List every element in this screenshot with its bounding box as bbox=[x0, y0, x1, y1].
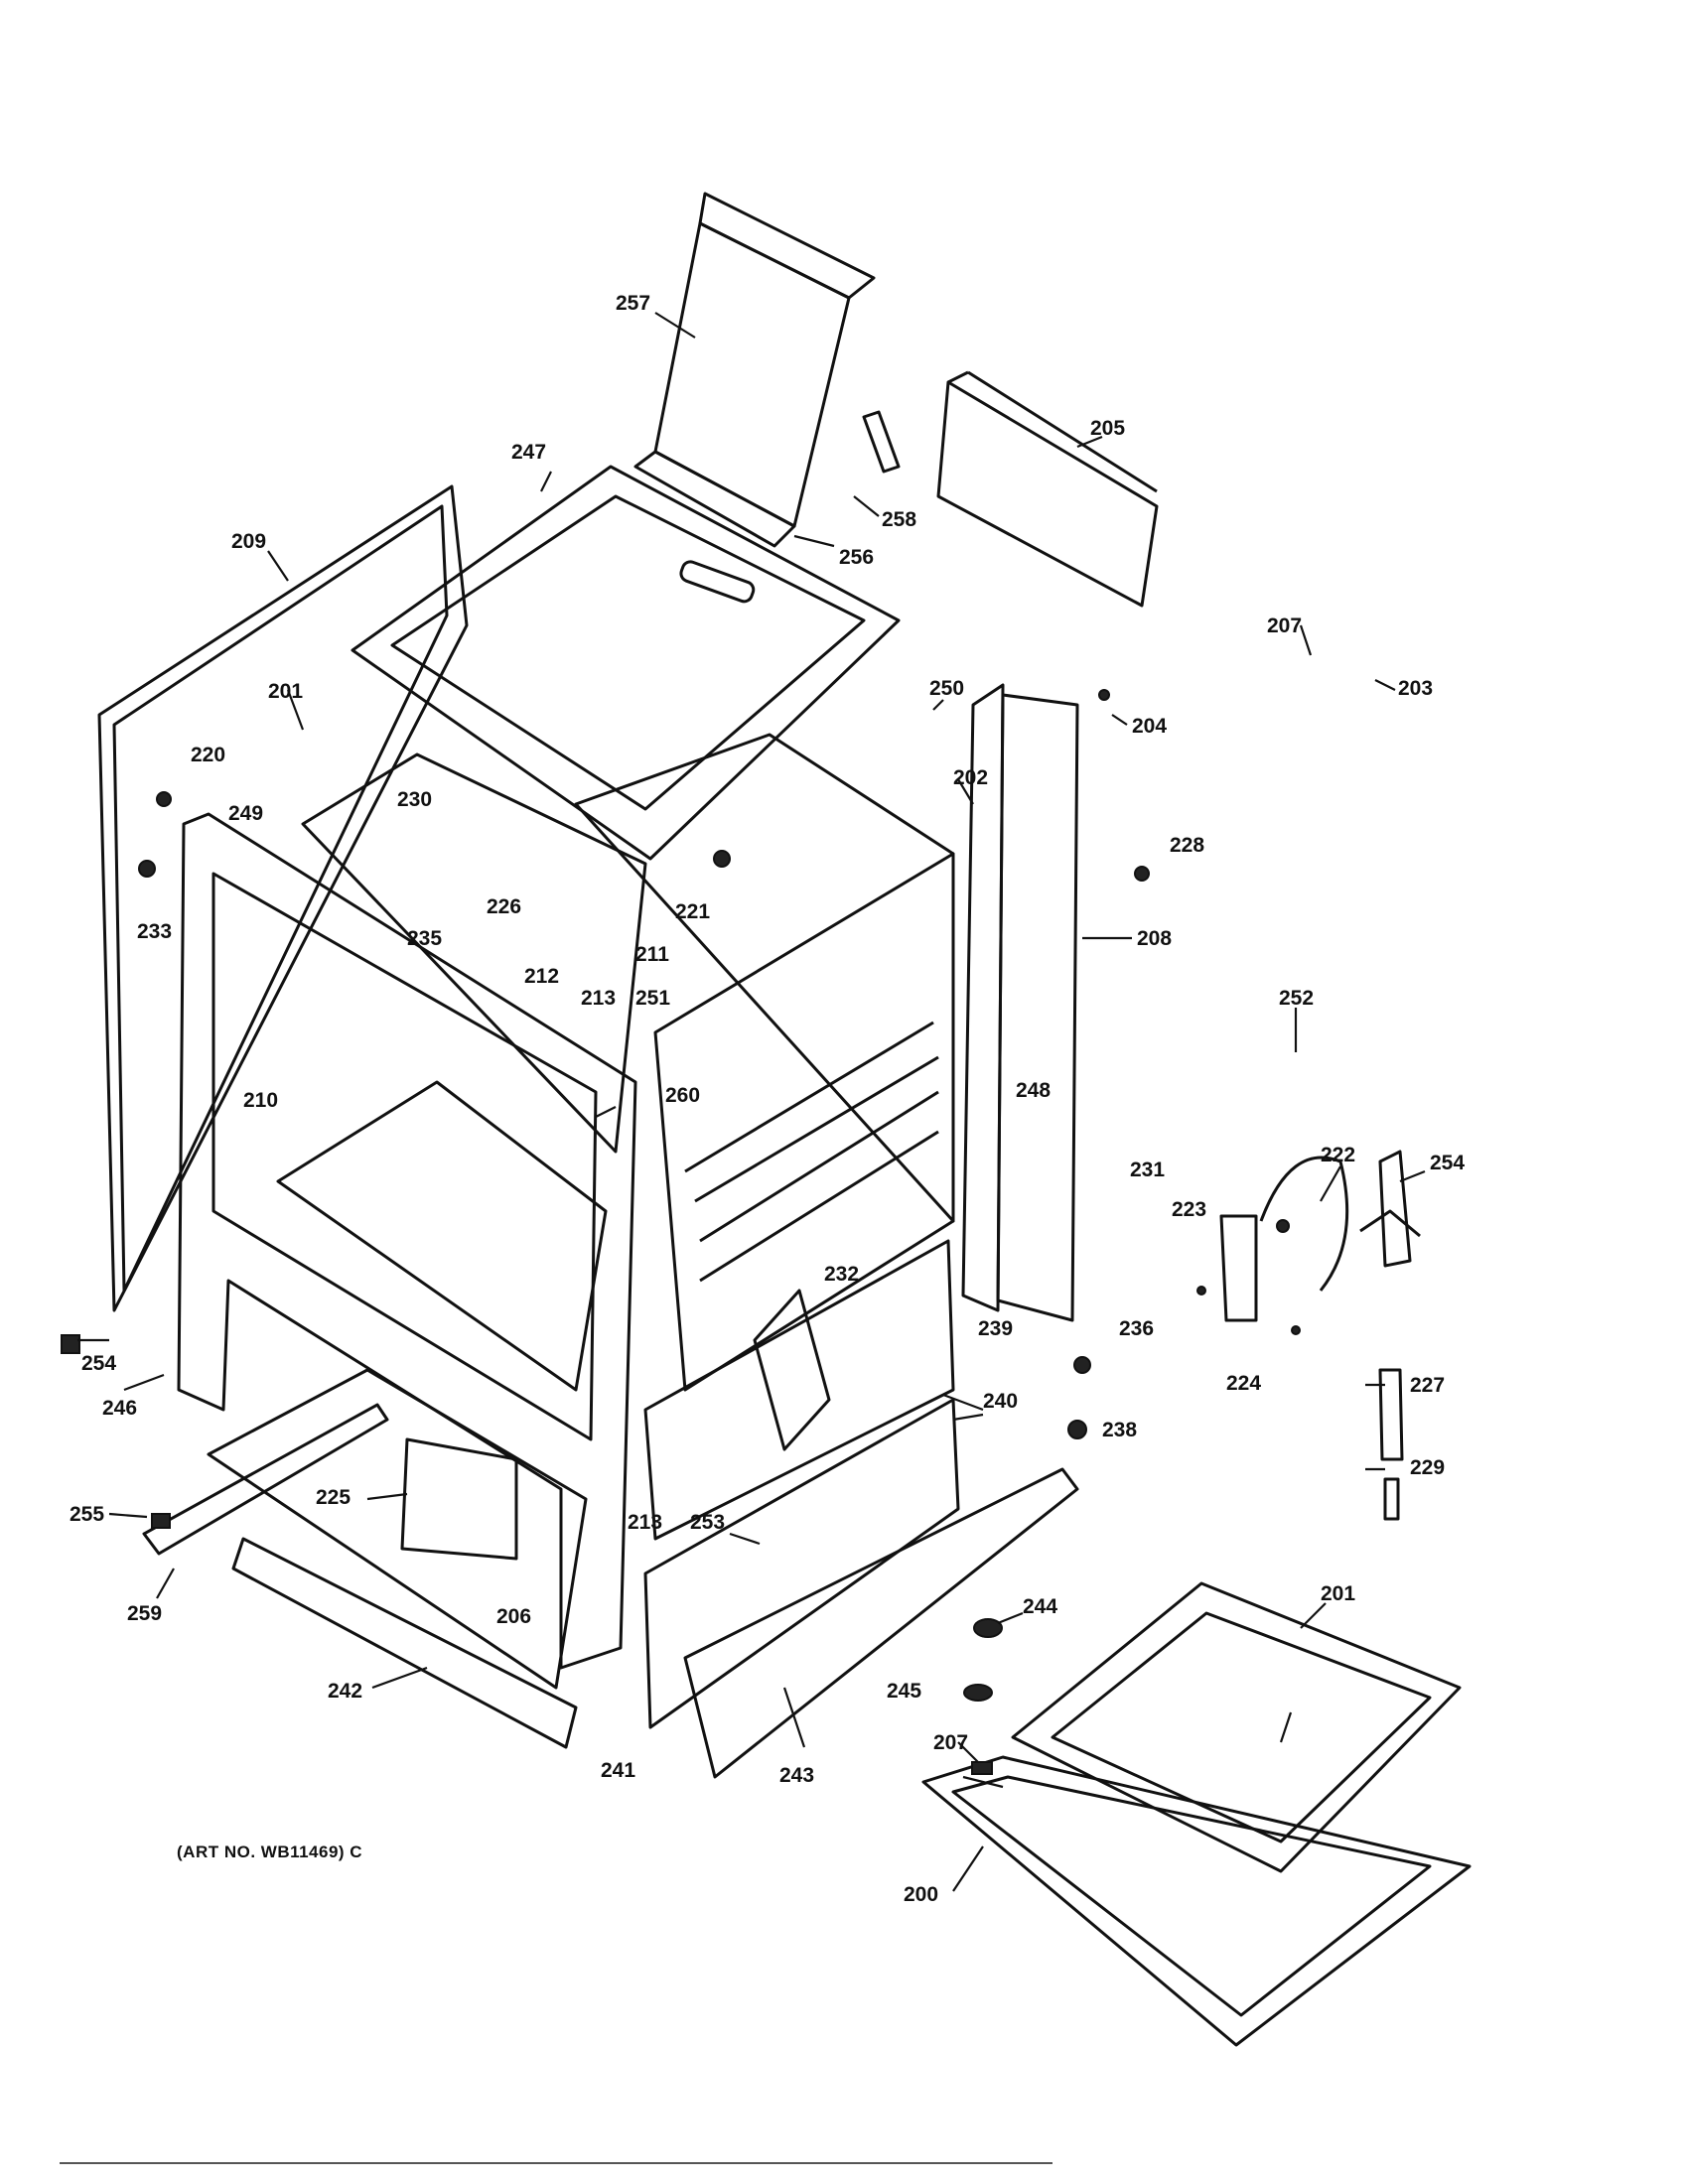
callout-260: 260 bbox=[665, 1084, 700, 1107]
callout-223: 223 bbox=[1172, 1198, 1206, 1221]
callout-201: 201 bbox=[268, 680, 303, 703]
callout-238: 238 bbox=[1102, 1419, 1137, 1441]
callout-205: 205 bbox=[1090, 417, 1125, 440]
callout-207: 207 bbox=[933, 1731, 968, 1754]
callout-244: 244 bbox=[1023, 1595, 1057, 1618]
callout-242: 242 bbox=[328, 1680, 362, 1703]
part-232-bracket bbox=[753, 1289, 831, 1451]
part-200-broiler-pan bbox=[921, 1755, 1472, 2047]
callout-224: 224 bbox=[1226, 1372, 1261, 1395]
callout-207: 207 bbox=[1267, 614, 1302, 637]
front-frame bbox=[177, 812, 637, 1670]
part-209-side-panel bbox=[97, 484, 469, 1312]
callout-247: 247 bbox=[511, 441, 546, 464]
callout-258: 258 bbox=[882, 508, 916, 531]
callout-245: 245 bbox=[887, 1680, 921, 1703]
callout-253: 253 bbox=[690, 1511, 725, 1534]
callout-211: 211 bbox=[635, 943, 669, 966]
callout-220: 220 bbox=[191, 744, 225, 766]
callout-212: 212 bbox=[524, 965, 559, 988]
callout-230: 230 bbox=[397, 788, 432, 811]
callout-221: 221 bbox=[675, 900, 710, 923]
callout-228: 228 bbox=[1170, 834, 1204, 857]
callout-204: 204 bbox=[1132, 715, 1167, 738]
callout-243: 243 bbox=[779, 1764, 814, 1787]
callout-208: 208 bbox=[1137, 927, 1172, 950]
part-227-spring bbox=[1378, 1368, 1404, 1521]
callout-225: 225 bbox=[316, 1486, 351, 1509]
callout-254: 254 bbox=[1430, 1152, 1465, 1174]
callout-213: 213 bbox=[628, 1511, 662, 1534]
callout-203: 203 bbox=[1398, 677, 1433, 700]
leader-lines bbox=[77, 312, 1426, 1892]
callout-255: 255 bbox=[70, 1503, 104, 1526]
part-247-cooktop bbox=[351, 465, 901, 861]
bottom-assembly bbox=[142, 1239, 1079, 1779]
callout-252: 252 bbox=[1279, 987, 1314, 1010]
callout-226: 226 bbox=[487, 895, 521, 918]
small-fasteners bbox=[61, 689, 1301, 1775]
callout-235: 235 bbox=[407, 927, 442, 950]
callout-202: 202 bbox=[953, 766, 988, 789]
part-205-trim bbox=[936, 370, 1159, 608]
bottom-divider bbox=[60, 2162, 1052, 2164]
callout-257: 257 bbox=[616, 292, 650, 315]
callout-227: 227 bbox=[1410, 1374, 1445, 1397]
callout-232: 232 bbox=[824, 1263, 859, 1286]
callout-240: 240 bbox=[983, 1390, 1018, 1413]
callout-250: 250 bbox=[929, 677, 964, 700]
callout-259: 259 bbox=[127, 1602, 162, 1625]
callout-231: 231 bbox=[1130, 1159, 1165, 1181]
callout-239: 239 bbox=[978, 1317, 1013, 1340]
callout-222: 222 bbox=[1321, 1144, 1355, 1166]
part-248-side bbox=[961, 683, 1005, 1312]
callout-209: 209 bbox=[231, 530, 266, 553]
callout-246: 246 bbox=[102, 1397, 137, 1420]
part-258-bracket bbox=[862, 410, 901, 474]
callout-249: 249 bbox=[228, 802, 263, 825]
part-208-back bbox=[996, 693, 1079, 1322]
callout-210: 210 bbox=[243, 1089, 278, 1112]
callout-236: 236 bbox=[1119, 1317, 1154, 1340]
callout-233: 233 bbox=[137, 920, 172, 943]
callout-254: 254 bbox=[81, 1352, 116, 1375]
art-number-caption: (ART NO. WB11469) C bbox=[177, 1843, 363, 1861]
part-257-hood bbox=[633, 192, 876, 548]
callout-241: 241 bbox=[601, 1759, 635, 1782]
callout-206: 206 bbox=[496, 1605, 531, 1628]
part-254-latch bbox=[1359, 1150, 1421, 1268]
callout-256: 256 bbox=[839, 546, 874, 569]
part-201-broiler-grid bbox=[1011, 1581, 1462, 1873]
callout-201: 201 bbox=[1321, 1582, 1355, 1605]
callout-labels: 257 258 205 247 256 209 207 203 201 250 … bbox=[70, 292, 1465, 1906]
part-222-harness bbox=[1219, 1156, 1349, 1322]
callout-251: 251 bbox=[635, 987, 670, 1010]
callout-213: 213 bbox=[581, 987, 616, 1010]
callout-200: 200 bbox=[904, 1883, 938, 1906]
callout-248: 248 bbox=[1016, 1079, 1051, 1102]
callout-229: 229 bbox=[1410, 1456, 1445, 1479]
